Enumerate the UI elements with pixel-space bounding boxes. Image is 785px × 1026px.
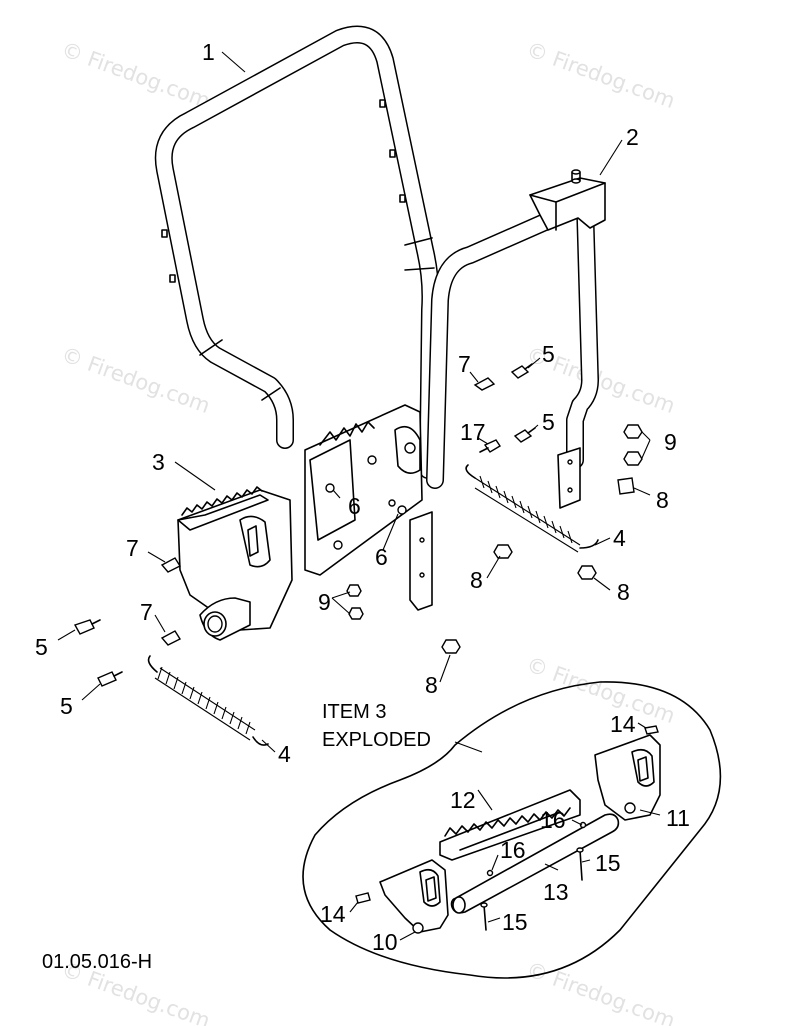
callout-2: 2 <box>626 124 639 150</box>
callout-17: 17 <box>460 419 486 445</box>
watermark-2: © Firedog.com <box>523 37 678 113</box>
callout-9b: 9 <box>318 589 331 615</box>
leader-lines <box>57 51 651 753</box>
exploded-view <box>302 681 722 979</box>
callout-7b: 7 <box>126 535 139 561</box>
drawing-number: 01.05.016-H <box>42 951 152 973</box>
upper-tube <box>409 169 606 611</box>
callout-7c: 7 <box>140 599 153 625</box>
text-labels: ITEM 3 EXPLODED 01.05.016-H <box>42 701 431 973</box>
callout-10: 10 <box>372 929 398 955</box>
callout-3: 3 <box>152 449 165 475</box>
callout-12: 12 <box>450 787 476 813</box>
hardware <box>73 363 643 687</box>
springs <box>147 464 599 746</box>
callout-9a: 9 <box>664 429 677 455</box>
callout-15a: 15 <box>595 850 621 876</box>
callout-11: 11 <box>666 805 690 831</box>
watermark-1: © Firedog.com <box>58 37 213 113</box>
callout-8a: 8 <box>656 487 669 513</box>
callout-6b: 6 <box>375 544 388 570</box>
callout-15b: 15 <box>502 909 528 935</box>
callout-5b: 5 <box>542 409 555 435</box>
callout-4a: 4 <box>613 525 626 551</box>
callout-14b: 14 <box>320 901 346 927</box>
watermark-7: © Firedog.com <box>523 957 678 1026</box>
callout-5c: 5 <box>35 634 48 660</box>
callout-1: 1 <box>202 39 215 65</box>
callout-5a: 5 <box>542 341 555 367</box>
watermark-3: © Firedog.com <box>58 342 213 418</box>
seat-bracket-assembly <box>177 404 423 641</box>
callout-16a: 16 <box>540 807 566 833</box>
watermark-5: © Firedog.com <box>523 652 678 728</box>
callout-6a: 6 <box>348 493 361 519</box>
callout-13: 13 <box>543 879 569 905</box>
exploded-label-line1: ITEM 3 <box>322 701 386 723</box>
callout-8b: 8 <box>470 567 483 593</box>
callout-labels: 1 2 3 4 4 5 5 5 5 6 6 7 7 7 8 8 8 8 9 9 … <box>35 39 690 955</box>
callout-8c: 8 <box>617 579 630 605</box>
roll-bar-frame <box>154 25 440 479</box>
callout-16b: 16 <box>500 837 526 863</box>
callout-7a: 7 <box>458 351 471 377</box>
exploded-label-line2: EXPLODED <box>322 729 431 751</box>
callout-8d: 8 <box>425 672 438 698</box>
callout-14a: 14 <box>610 711 636 737</box>
callout-4b: 4 <box>278 741 291 767</box>
callout-5d: 5 <box>60 693 73 719</box>
